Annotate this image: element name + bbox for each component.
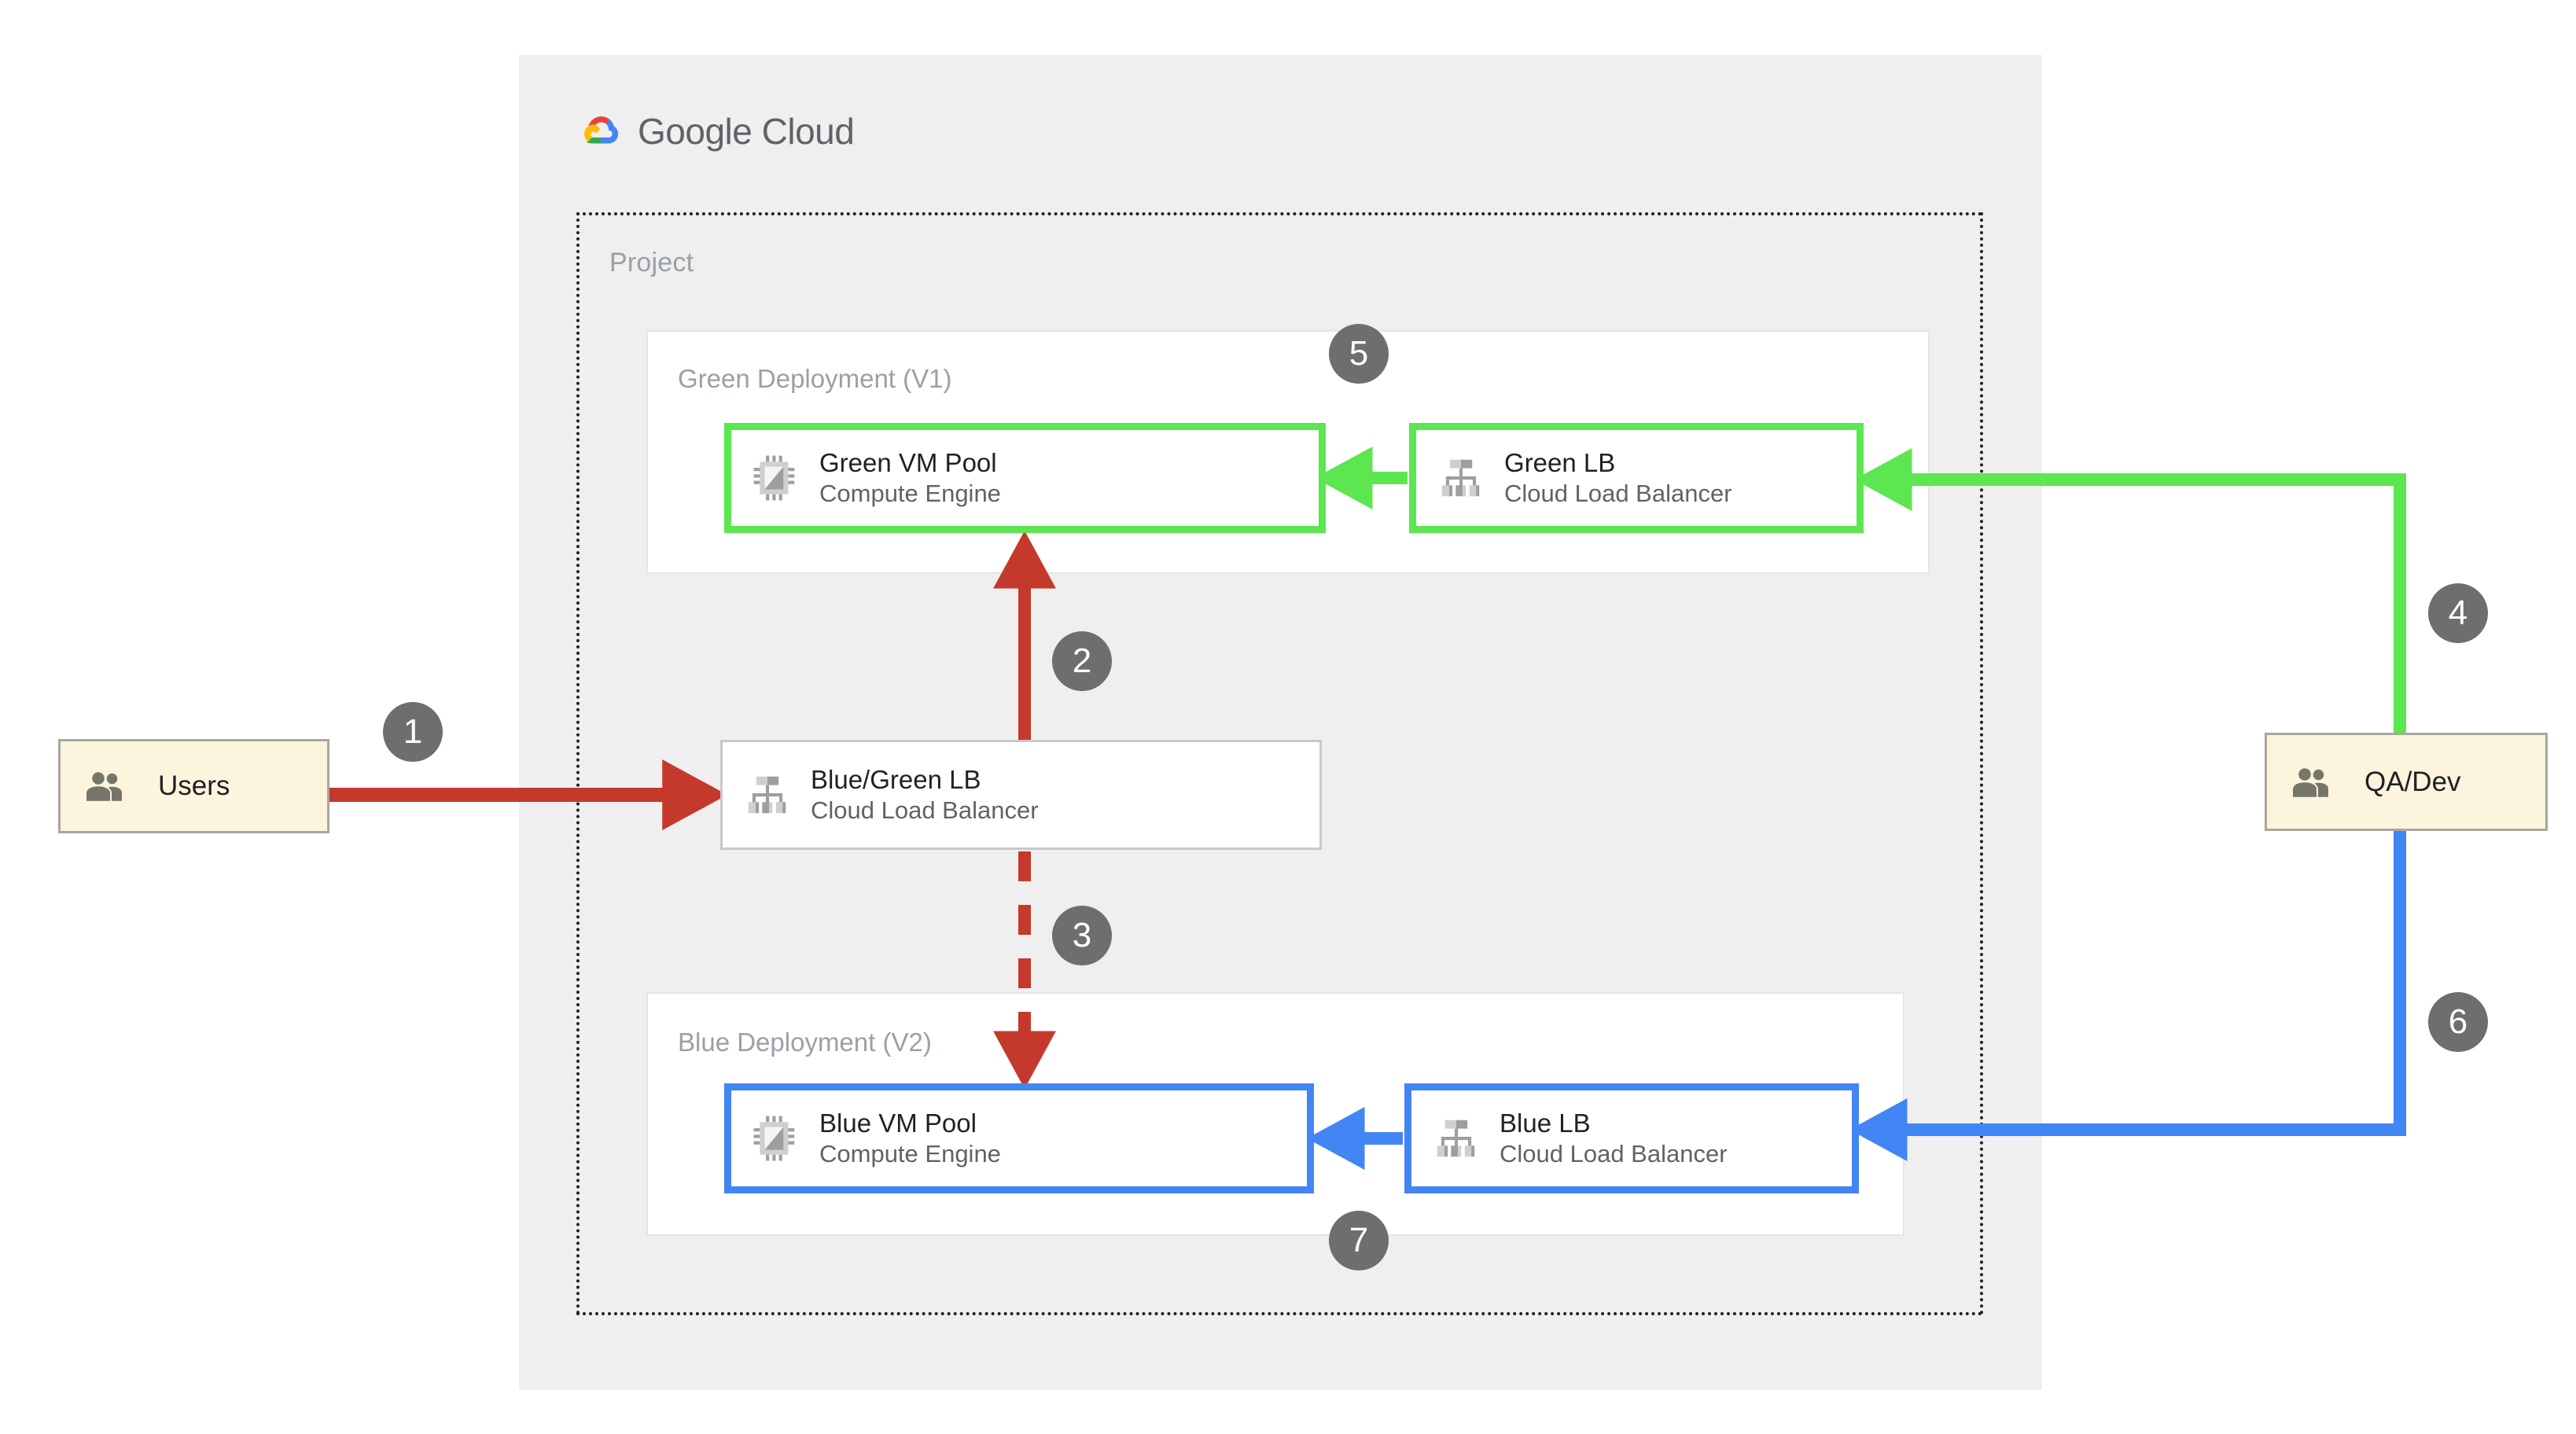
node-blue-vm-pool[interactable]: Blue VM Pool Compute Engine <box>724 1083 1314 1193</box>
step-badge-4: 4 <box>2428 583 2488 643</box>
google-cloud-logo-icon <box>584 116 619 144</box>
cloud-load-balancer-icon <box>748 776 786 814</box>
project-label: Project <box>609 248 694 278</box>
google-cloud-logo: Google Cloud <box>578 110 855 153</box>
cloud-load-balancer-icon <box>1437 1120 1475 1157</box>
step-badge-2: 2 <box>1052 631 1112 691</box>
node-subtitle: Compute Engine <box>819 1140 1001 1168</box>
node-title: Blue VM Pool <box>819 1108 977 1138</box>
actor-label: QA/Dev <box>2364 766 2461 797</box>
node-green-lb[interactable]: Green LB Cloud Load Balancer <box>1409 423 1864 533</box>
compute-engine-icon <box>753 1116 795 1161</box>
step-badge-6: 6 <box>2428 992 2488 1052</box>
node-subtitle: Cloud Load Balancer <box>811 796 1039 825</box>
step-badge-7: 7 <box>1329 1211 1389 1270</box>
step-badge-3: 3 <box>1052 906 1112 965</box>
cloud-load-balancer-icon <box>1441 459 1480 497</box>
blue-deployment-label: Blue Deployment (V2) <box>678 1028 932 1057</box>
step-badge-1: 1 <box>383 702 443 762</box>
node-title: Blue LB <box>1500 1108 1591 1138</box>
logo-cloud: Cloud <box>761 111 855 152</box>
project-boundary <box>576 212 1983 1315</box>
logo-google: Google <box>638 111 753 152</box>
node-title: Blue/Green LB <box>811 764 981 794</box>
green-deployment-label: Green Deployment (V1) <box>678 364 952 393</box>
users-group-icon <box>86 772 122 801</box>
node-blue-lb[interactable]: Blue LB Cloud Load Balancer <box>1404 1083 1859 1193</box>
actor-qadev[interactable]: QA/Dev <box>2265 733 2548 831</box>
node-green-vm-pool[interactable]: Green VM Pool Compute Engine <box>724 423 1326 533</box>
node-subtitle: Compute Engine <box>819 480 1001 508</box>
step-badge-5: 5 <box>1329 324 1389 384</box>
logo-wordmark: Google Cloud <box>638 110 855 153</box>
node-title: Green LB <box>1504 447 1616 477</box>
node-title: Green VM Pool <box>819 447 997 477</box>
users-group-icon <box>2293 767 2328 797</box>
node-subtitle: Cloud Load Balancer <box>1500 1140 1728 1168</box>
node-bluegreen-lb[interactable]: Blue/Green LB Cloud Load Balancer <box>720 740 1322 850</box>
actor-label: Users <box>158 770 230 801</box>
node-subtitle: Cloud Load Balancer <box>1504 480 1732 508</box>
actor-users[interactable]: Users <box>58 739 329 833</box>
compute-engine-icon <box>753 455 795 501</box>
